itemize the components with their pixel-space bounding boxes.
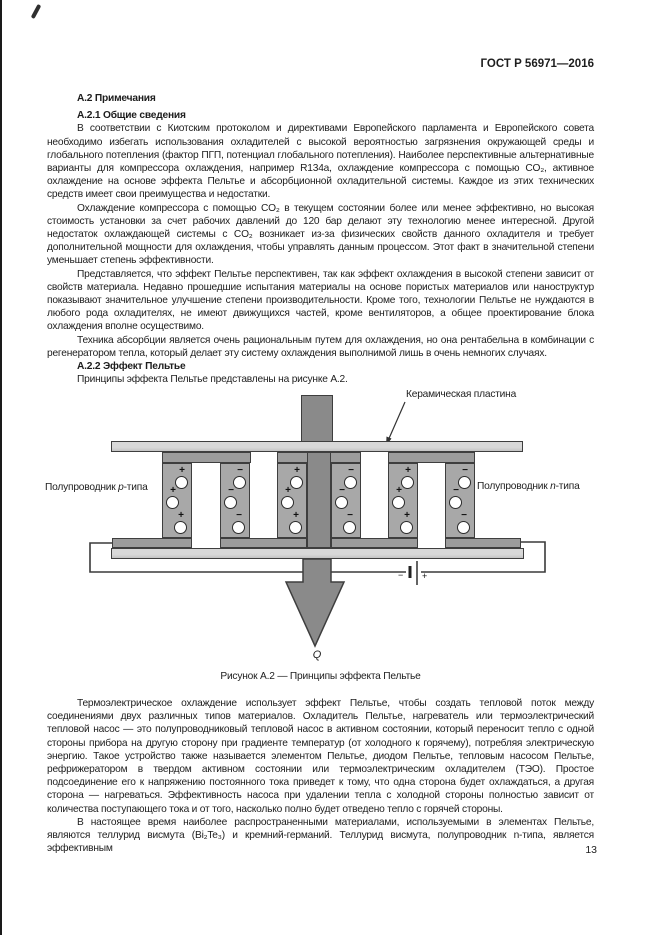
heat-flow-label: Q: [312, 649, 322, 661]
paragraph: Принципы эффекта Пельтье представлены на…: [77, 374, 348, 386]
heat-arrow-mid-shaft: [307, 452, 331, 548]
label-semiconductor-p: Полупроводник p-типа: [45, 482, 148, 493]
charge-sign: −: [339, 485, 345, 496]
label-text: Полупроводник: [45, 482, 119, 493]
charge-carrier: [392, 496, 405, 509]
figure-peltier-diagram: +++ −−− +++ −−− +++ −−− Керамическая пла…: [0, 385, 661, 685]
bottom-connector: [112, 538, 192, 548]
charge-sign: −: [462, 465, 468, 476]
charge-carrier: [289, 521, 302, 534]
heading-a22: А.2.2 Эффект Пельтье: [77, 361, 186, 373]
charge-sign: −: [237, 465, 243, 476]
bottom-connector: [445, 538, 521, 548]
charge-carrier: [174, 521, 187, 534]
label-variable: p: [118, 482, 124, 493]
scan-artifact: [30, 3, 42, 20]
figure-caption: Рисунок А.2 — Принципы эффекта Пельтье: [220, 671, 421, 682]
semiconductor-column-n: −−−: [220, 463, 250, 538]
charge-carrier: [175, 476, 188, 489]
paragraph: Охлаждение компрессора с помощью CO₂ в т…: [47, 202, 594, 267]
charge-carrier: [233, 476, 246, 489]
charge-sign: −: [461, 510, 467, 521]
ceramic-plate-top: [111, 441, 523, 452]
ceramic-plate-bottom: [111, 548, 524, 559]
semiconductor-column-p: +++: [162, 463, 192, 538]
charge-carrier: [401, 476, 414, 489]
semiconductor-column-p: +++: [388, 463, 418, 538]
page-number: 13: [585, 844, 597, 856]
heat-arrow: [284, 558, 346, 648]
paragraph: Термоэлектрическое охлаждение использует…: [47, 698, 594, 815]
wire-left: [89, 542, 406, 573]
scan-edge: [0, 0, 2, 935]
paragraph: Представляется, что эффект Пельтье персп…: [47, 268, 594, 333]
charge-carrier: [281, 496, 294, 509]
text-block-top: А.2 Примечания А.2.1 Общие сведения В со…: [47, 92, 594, 386]
text-block-bottom: Термоэлектрическое охлаждение использует…: [47, 697, 594, 855]
heading-a2: А.2 Примечания: [77, 93, 156, 104]
paragraph: Техника абсорбции является очень рациона…: [47, 334, 594, 359]
charge-sign: +: [285, 485, 291, 496]
charge-carrier: [400, 521, 413, 534]
charge-carrier: [449, 496, 462, 509]
charge-carrier: [458, 476, 471, 489]
charge-sign: +: [179, 465, 185, 476]
label-text: Полупроводник: [477, 481, 551, 492]
charge-sign: +: [170, 485, 176, 496]
charge-carrier: [232, 521, 245, 534]
label-text: -типа: [555, 481, 580, 492]
charge-sign: +: [178, 510, 184, 521]
leader-line: [386, 401, 406, 444]
charge-carrier: [335, 496, 348, 509]
charge-carrier: [344, 476, 357, 489]
semiconductor-column-n: −−−: [445, 463, 475, 538]
battery-plus-label: +: [422, 571, 428, 581]
charge-carrier: [343, 521, 356, 534]
page-header-standard-number: ГОСТ Р 56971—2016: [480, 58, 594, 70]
semiconductor-column-n: −−−: [331, 463, 361, 538]
charge-sign: −: [228, 485, 234, 496]
wire-right: [421, 541, 546, 573]
battery-minus-label: −: [398, 570, 404, 580]
paragraph: В настоящее время наиболее распространен…: [47, 816, 594, 855]
charge-sign: −: [453, 485, 459, 496]
label-semiconductor-n: Полупроводник n-типа: [477, 481, 580, 492]
label-variable: n: [550, 481, 556, 492]
charge-sign: +: [404, 510, 410, 521]
label-ceramic-plate: Керамическая пластина: [406, 389, 517, 400]
figure-lines-layer: [89, 401, 546, 648]
bottom-connector: [331, 538, 418, 548]
semiconductor-column-p: +++: [277, 463, 307, 538]
bottom-connector: [220, 538, 307, 548]
paragraph: В соответствии с Киотским протоколом и д…: [47, 123, 594, 201]
top-connector: [162, 452, 251, 463]
charge-sign: +: [396, 485, 402, 496]
charge-carrier: [457, 521, 470, 534]
heat-arrow-top-stub: [301, 395, 333, 443]
charge-sign: −: [236, 510, 242, 521]
charge-sign: +: [405, 465, 411, 476]
top-connector: [388, 452, 475, 463]
charge-sign: +: [294, 465, 300, 476]
charge-carrier: [166, 496, 179, 509]
charge-sign: −: [347, 510, 353, 521]
charge-carrier: [290, 476, 303, 489]
charge-sign: −: [348, 465, 354, 476]
heading-a21: А.2.1 Общие сведения: [77, 110, 186, 122]
charge-carrier: [224, 496, 237, 509]
charge-sign: +: [293, 510, 299, 521]
label-text: -типа: [123, 482, 148, 493]
